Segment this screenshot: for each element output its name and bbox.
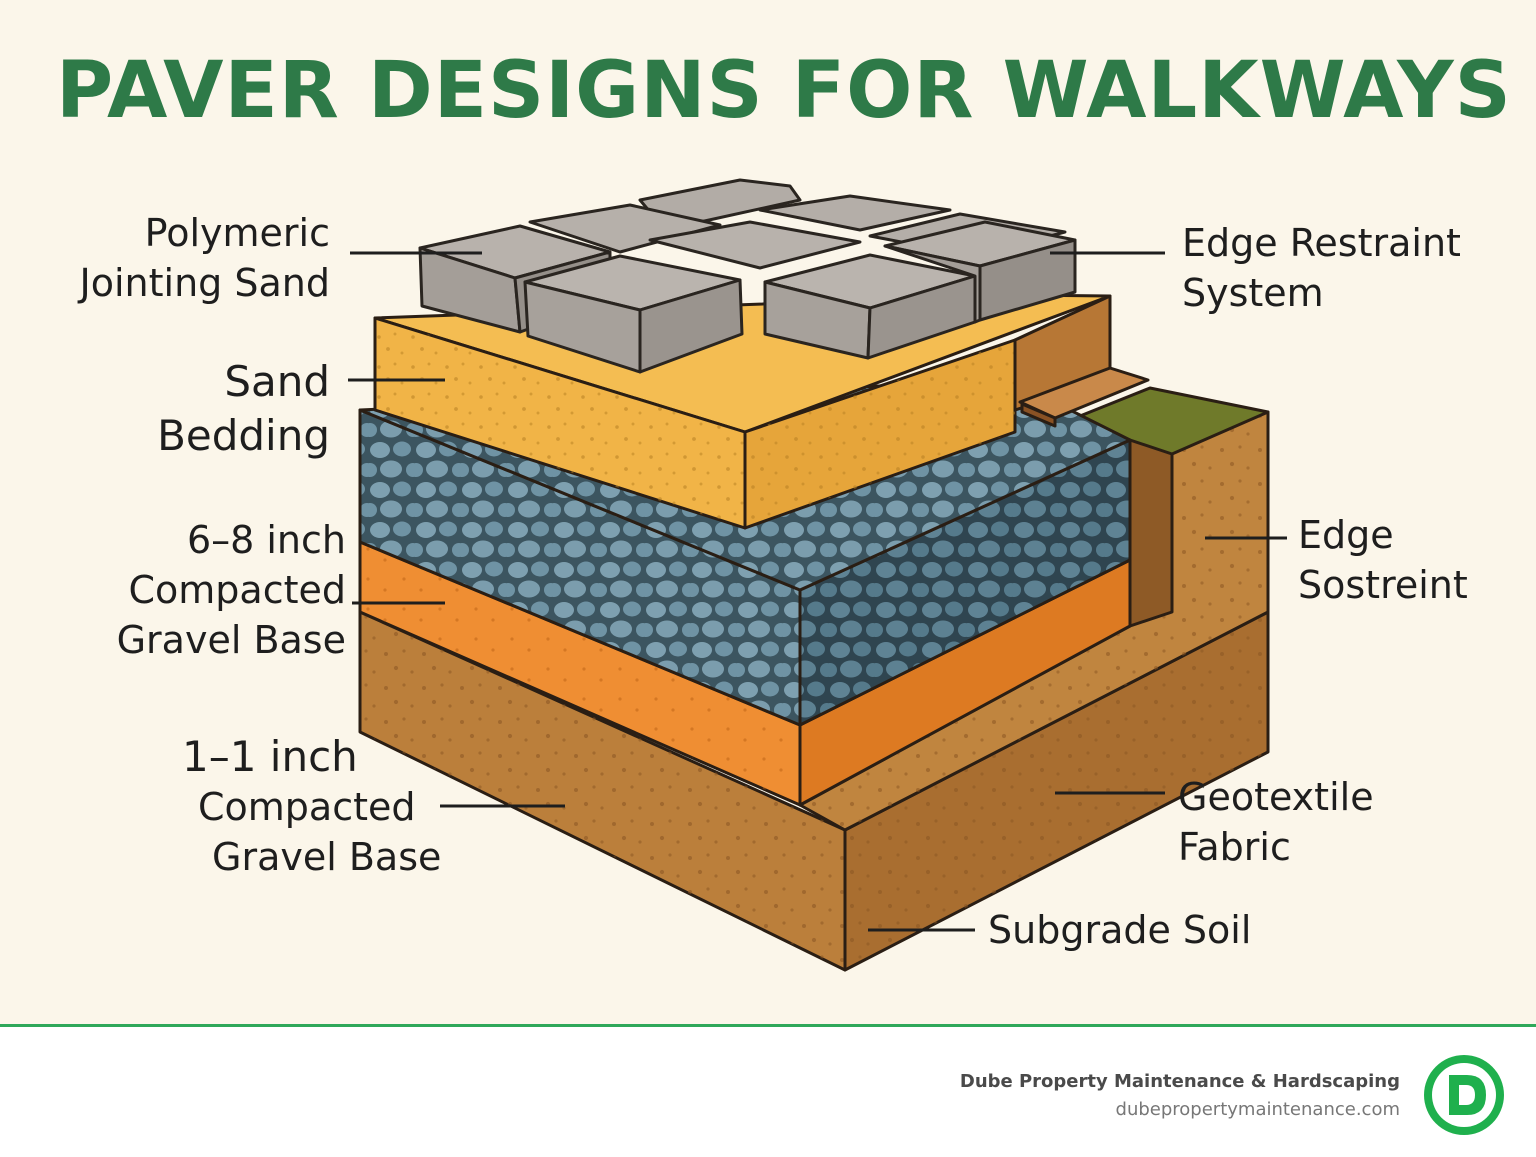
company-name: Dube Property Maintenance & Hardscaping — [959, 1071, 1400, 1092]
layer-cross-section-diagram — [348, 178, 1287, 972]
page-title: PAVER DESIGNS FOR WALKWAYS — [56, 46, 1512, 136]
label-sand-bedding: Sand Bedding — [157, 357, 330, 460]
company-url[interactable]: dubepropertymaintenance.com — [1115, 1099, 1400, 1120]
label-geotextile-fabric: Geotextile Fabric — [1178, 775, 1374, 869]
paver-tile — [528, 203, 722, 254]
grass-strip — [1068, 386, 1270, 456]
label-polymeric-jointing-sand: Polymeric Jointing Sand — [79, 211, 330, 305]
label-gravel-base-6-8: 6–8 inch Compacted Gravel Base — [116, 518, 346, 662]
company-logo-icon — [1424, 1055, 1504, 1135]
paver-grid — [418, 178, 1077, 374]
paver-tile — [648, 220, 862, 270]
label-subgrade-soil: Subgrade Soil — [988, 908, 1252, 952]
footer: Dube Property Maintenance & Hardscaping … — [0, 1024, 1536, 1157]
label-edge-sostreint: Edge Sostreint — [1298, 513, 1468, 607]
label-edge-restraint-system: Edge Restraint System — [1182, 221, 1461, 315]
label-gravel-base-1-1: 1–1 inch Compacted Gravel Base — [182, 732, 442, 879]
